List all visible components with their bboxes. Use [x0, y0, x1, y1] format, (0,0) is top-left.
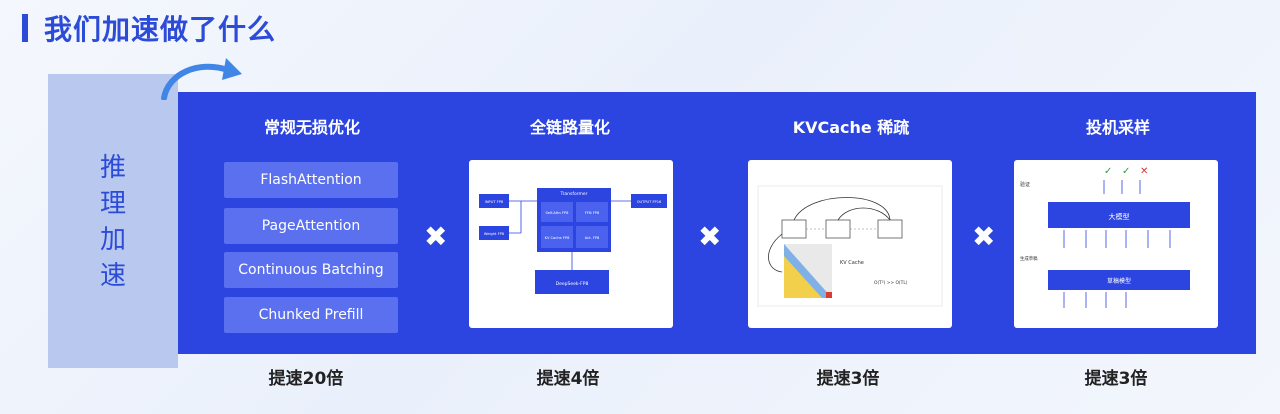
verify-label: 验证 — [1020, 181, 1030, 188]
draft-label: 生成草稿 — [1020, 255, 1038, 262]
item-chunked-prefill: Chunked Prefill — [224, 297, 398, 333]
quant-weight-label: Weight FP8 — [484, 232, 505, 236]
quant-output-label: OUTPUT FP16 — [637, 200, 662, 204]
kv-complexity-label: O(T²) >> O(TL) — [874, 280, 908, 286]
speedup-lossless: 提速20倍 — [268, 369, 344, 389]
kv-cache-label: KV Cache — [840, 260, 864, 266]
speedup-kvcache: 提速3倍 — [816, 369, 880, 389]
quant-diagram-card: Transformer Self-Attn FP8 FFN FP8 KV Cac… — [469, 160, 673, 328]
curved-arrow-icon — [161, 58, 242, 100]
speculative-diagram: 验证 生成草稿 ✓ ✓ ✕ 大模型 草稿模型 — [1020, 166, 1190, 308]
item-pageattention: PageAttention — [224, 208, 398, 244]
big-model-label: 大模型 — [1109, 212, 1130, 221]
quant-bottom-label: DeepSeek-FP8 — [556, 281, 589, 287]
kvcache-diagram: KV Cache O(T²) >> O(TL) — [757, 185, 943, 307]
multiply-icon: ✖ — [972, 220, 996, 253]
col-title-kvcache: KVCache 稀疏 — [792, 118, 910, 137]
quant-diagram: Transformer Self-Attn FP8 FFN FP8 KV Cac… — [479, 188, 667, 294]
side-char: 加 — [99, 225, 126, 255]
quant-cell: Act. FP8 — [585, 236, 600, 240]
speedup-quant: 提速4倍 — [536, 369, 600, 389]
token-arrows — [1063, 180, 1171, 308]
col-title-quant: 全链路量化 — [529, 118, 610, 137]
col-title-speculative: 投机采样 — [1085, 118, 1150, 137]
item-continuous-batching: Continuous Batching — [224, 252, 398, 288]
side-char: 速 — [99, 261, 126, 291]
multiply-icon: ✖ — [698, 220, 722, 253]
optimization-panel: 常规无损优化 FlashAttention PageAttention Cont… — [178, 92, 1256, 354]
title-accent-bar — [22, 14, 28, 42]
quant-cell: KV Cache FP8 — [545, 236, 571, 240]
quant-cell: FFN FP8 — [585, 211, 600, 215]
quant-input-label: INPUT FP8 — [485, 200, 504, 204]
side-box — [48, 74, 178, 368]
page-title: 我们加速做了什么 — [44, 13, 277, 46]
cross-icon: ✕ — [1140, 166, 1148, 177]
kvcache-diagram-card: KV Cache O(T²) >> O(TL) — [748, 160, 952, 328]
quant-cell: Self-Attn FP8 — [546, 211, 570, 215]
side-char: 理 — [99, 189, 126, 219]
check-icon: ✓ — [1104, 166, 1112, 177]
item-flashattention: FlashAttention — [224, 162, 398, 198]
side-char: 推 — [99, 153, 126, 183]
kv-attention-matrix — [784, 244, 832, 298]
col-title-lossless: 常规无损优化 — [263, 118, 360, 137]
speedup-speculative: 提速3倍 — [1084, 369, 1148, 389]
quant-top-label: Transformer — [559, 191, 587, 197]
speculative-diagram-card: 验证 生成草稿 ✓ ✓ ✕ 大模型 草稿模型 — [1014, 160, 1218, 328]
draft-model-label: 草稿模型 — [1107, 277, 1131, 285]
multiply-icon: ✖ — [424, 220, 448, 253]
side-label: 推 理 加 速 — [48, 150, 178, 294]
check-icon: ✓ — [1122, 166, 1130, 177]
